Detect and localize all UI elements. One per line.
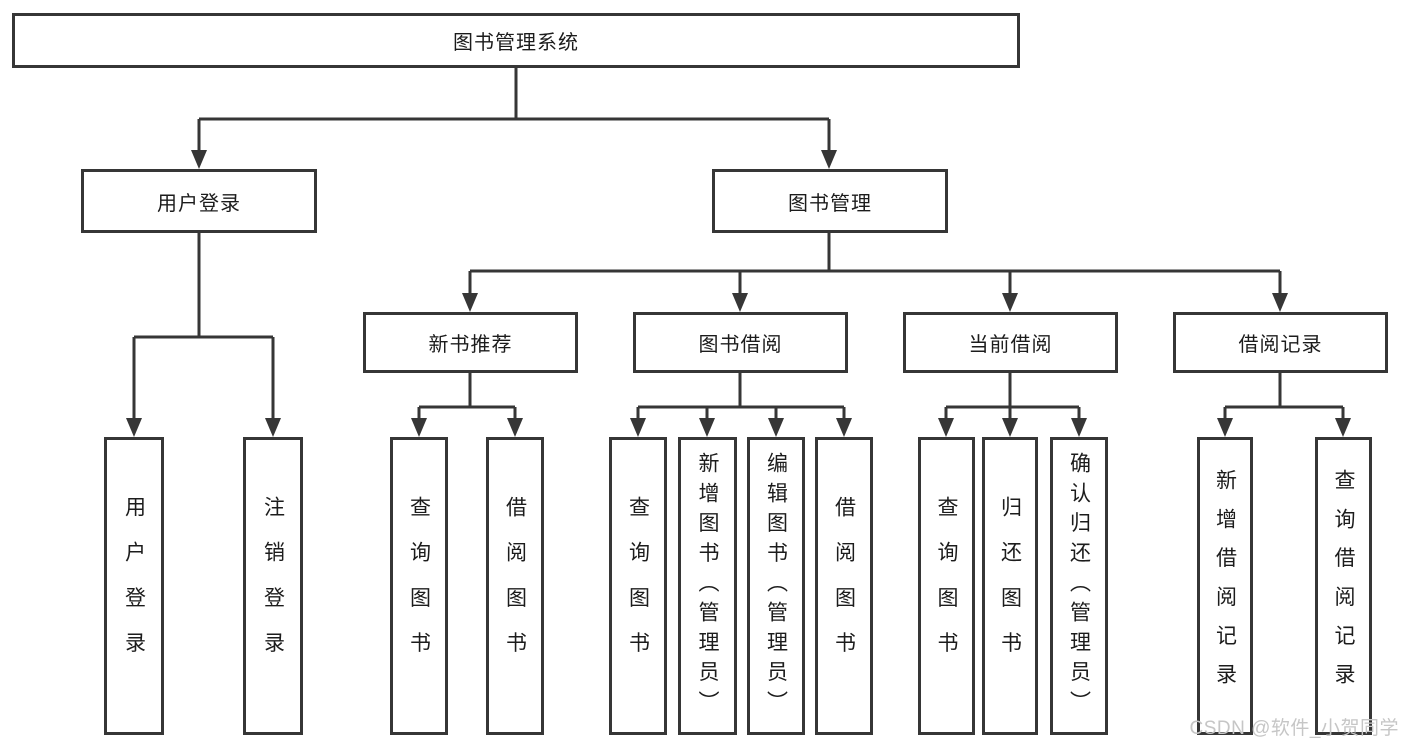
node-leaf-borrow-books-1-label: 借阅图书	[503, 495, 527, 677]
node-new-book-recommend: 新书推荐	[363, 312, 578, 373]
node-root-label: 图书管理系统	[453, 32, 579, 54]
node-leaf-add-book-admin: 新增图书（管理员）	[678, 437, 737, 735]
connector-user-login-to-leaves	[126, 233, 281, 437]
node-leaf-edit-book-admin-label: 编辑图书（管理员）	[764, 451, 788, 721]
node-leaf-query-books-2-label: 查询图书	[626, 495, 650, 677]
node-leaf-add-borrow-record-label: 新增借阅记录	[1213, 469, 1237, 703]
node-leaf-edit-book-admin: 编辑图书（管理员）	[747, 437, 805, 735]
node-leaf-query-books-3: 查询图书	[918, 437, 975, 735]
node-borrow-records-label: 借阅记录	[1238, 334, 1323, 356]
node-book-management-label: 图书管理	[788, 192, 872, 215]
node-leaf-borrow-books-1: 借阅图书	[486, 437, 544, 735]
node-leaf-borrow-books-2: 借阅图书	[815, 437, 873, 735]
node-leaf-confirm-return-admin: 确认归还（管理员）	[1050, 437, 1108, 735]
connector-records-to-leaves	[1217, 373, 1351, 437]
node-leaf-query-books-3-label: 查询图书	[935, 495, 958, 677]
node-leaf-add-book-admin-label: 新增图书（管理员）	[696, 451, 719, 721]
watermark: CSDN @软件_小贺同学	[1189, 718, 1399, 739]
node-user-login: 用户登录	[81, 169, 317, 233]
node-user-login-label: 用户登录	[157, 192, 241, 215]
node-book-management: 图书管理	[712, 169, 948, 233]
connector-current-to-leaves	[938, 373, 1087, 437]
node-leaf-borrow-books-2-label: 借阅图书	[832, 495, 856, 677]
node-leaf-query-books-2: 查询图书	[609, 437, 667, 735]
node-book-borrow: 图书借阅	[633, 312, 848, 373]
node-leaf-query-books-1-label: 查询图书	[407, 495, 431, 677]
node-leaf-query-borrow-record: 查询借阅记录	[1315, 437, 1372, 735]
node-new-book-recommend-label: 新书推荐	[428, 334, 513, 356]
node-borrow-records: 借阅记录	[1173, 312, 1388, 373]
connector-recommend-to-leaves	[411, 373, 523, 437]
connector-book-management-to-modules	[462, 233, 1288, 312]
connector-borrow-to-leaves	[630, 373, 852, 437]
node-leaf-return-books-label: 归还图书	[998, 495, 1022, 677]
node-leaf-user-login-label: 用户登录	[122, 495, 146, 677]
node-leaf-return-books: 归还图书	[982, 437, 1038, 735]
node-leaf-user-login: 用户登录	[104, 437, 164, 735]
node-leaf-logout: 注销登录	[243, 437, 303, 735]
node-leaf-logout-label: 注销登录	[261, 495, 285, 677]
node-leaf-query-books-1: 查询图书	[390, 437, 448, 735]
node-leaf-query-borrow-record-label: 查询借阅记录	[1332, 469, 1355, 703]
node-root: 图书管理系统	[12, 13, 1020, 68]
node-current-borrow: 当前借阅	[903, 312, 1118, 373]
connector-root-to-level2	[191, 68, 837, 169]
node-current-borrow-label: 当前借阅	[968, 334, 1053, 356]
node-leaf-confirm-return-admin-label: 确认归还（管理员）	[1067, 451, 1091, 721]
node-leaf-add-borrow-record: 新增借阅记录	[1197, 437, 1253, 735]
node-book-borrow-label: 图书借阅	[698, 334, 783, 356]
